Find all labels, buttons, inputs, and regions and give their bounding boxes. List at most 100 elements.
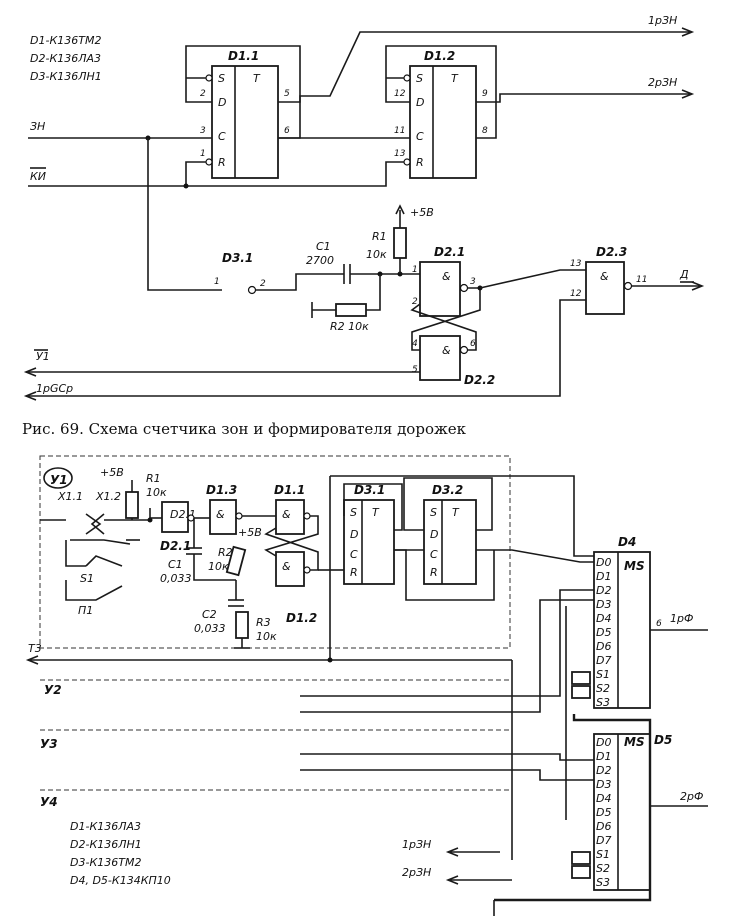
pin-num: 5 [284,89,290,99]
and-symbol: & [442,344,451,357]
pin-t: T [451,72,459,85]
c2-value: 0,033 [194,622,226,635]
mux-pin: D5 [596,626,611,639]
fig70-inverter-d2-1: D2.1 D2.1 [160,501,196,553]
fig70-out-2rzn: 2рЗН [402,866,431,879]
pin-s: S [416,72,423,85]
fig69-flipflop-d1-2: D1.2 S D C R T 12 11 13 9 8 [394,49,488,179]
fig70-u1-label: У1 [50,473,68,487]
and-symbol: & [600,270,609,283]
sel-pin: S2 [596,682,610,695]
mux-pin: D3 [596,778,611,791]
fig69-in-u1: У1 [36,350,50,363]
pin-num: 3 [470,277,476,287]
pin-num: 6 [284,126,290,136]
pin-c: C [218,130,226,143]
fig70-d21-label: D2.1 [160,539,191,553]
pin-num: 1 [214,277,220,287]
r2-label: R2 10к [330,320,369,333]
fig69-caption: Рис. 69. Схема счетчика зон и формироват… [22,420,467,438]
mux-pin: D4 [596,612,611,625]
fig70-out-1rzn: 1рЗН [402,838,431,851]
c2-label: C2 [202,608,217,621]
and-symbol: & [442,270,451,283]
pin-d: D [218,96,226,109]
c1-value: 2700 [306,254,334,267]
fig69-in-ki: КИ [30,170,46,183]
pin-s: S [430,506,437,519]
fig69-schematic: D1-К136ТМ2 D2-К136ЛА3 D3-К136ЛН1 D1.1 S … [22,14,705,438]
mux-pin: D2 [596,764,611,777]
c1-label: C1 [316,240,331,253]
pin-num: 1 [412,265,418,275]
fig69-flipflop-d1-1: D1.1 S D C R T 2 3 1 5 6 [200,49,290,179]
fig70-d32-label: D3.2 [432,483,463,497]
fig69-gate-d2-1: & D2.1 1 2 3 [412,245,476,317]
fig70-out-1rf: 1рФ [670,612,693,625]
pin-d: D [350,528,358,541]
mux-pin: D6 [596,640,611,653]
ms-label: MS [624,735,645,749]
mux-pin: D1 [596,750,611,763]
supply2-label: +5В [238,526,262,539]
fig70-u4-label: У4 [40,795,58,809]
pin-num: 12 [394,89,406,99]
pin-num: 2 [412,297,418,307]
pin-r: R [430,566,438,579]
pin-num: 6 [470,339,476,349]
fig70-d12-label: D1.2 [286,611,317,625]
mux-pin: D7 [596,654,611,667]
fig70-mux-d5: D5 MS D0 D1 D2 D3 D4 D5 D6 D7 S1 S2 S3 [593,733,672,891]
supply-label: +5В [100,466,124,479]
pin-c: C [430,548,438,561]
fig69-part-1: D1-К136ТМ2 [30,34,101,47]
supply-label: +5В [410,206,434,219]
fig70-part-1: D1-К136ЛА3 [70,820,141,833]
fig70-part-4: D4, D5-К134КП10 [70,874,171,887]
fig70-flipflop-d3-1: D3.1 S D C R T [343,483,395,585]
fig70-flipflop-d3-2: D3.2 S D C R T [423,483,477,585]
pin-num: 13 [570,259,582,269]
mux-pin: D5 [596,806,611,819]
pin-d: D [430,528,438,541]
pin-num: 2 [260,279,266,289]
fig69-in-rgsr: 1рGСр [36,382,73,395]
and-symbol: & [282,560,291,573]
fig69-out-2rzn: 2рЗН [648,76,677,89]
fig70-d13-label: D1.3 [206,483,237,497]
r3-value: 10к [256,630,277,643]
u1-enclosure [39,455,511,649]
ms-label: MS [624,559,645,573]
pin-t: T [372,506,380,519]
fig69-d12-label: D1.2 [424,49,455,63]
fig70-d11-label: D1.1 [274,483,305,497]
pin-c: C [416,130,424,143]
sel-pin: S1 [596,848,610,861]
pin-d: D [416,96,424,109]
pin-r: R [218,156,226,169]
mux-pin: D7 [596,834,611,847]
fig70-u2-label: У2 [44,683,62,697]
and-symbol: & [216,508,225,521]
fig70-mux-d4: D4 MS D0 D1 D2 D3 D4 D5 D6 D7 S1 S2 S3 [593,535,651,709]
mux-pin: D4 [596,792,611,805]
mux-pin: D3 [596,598,611,611]
mux-pin: D0 [596,736,611,749]
r1-label: R1 [372,230,387,243]
pin-num: 5 [412,365,418,375]
sel-pin: S2 [596,862,610,875]
mux-pin: D6 [596,820,611,833]
pin-r: R [350,566,358,579]
pin-s: S [350,506,357,519]
pin-num: 6 [656,619,662,629]
r3-label: R3 [256,616,271,629]
fig70-u3-label: У3 [40,737,58,751]
pin-c: C [350,548,358,561]
fig69-part-2: D2-К136ЛА3 [30,52,101,65]
and-symbol: & [282,508,291,521]
fig69-out-d: Д [679,268,689,281]
pin-num: 12 [570,289,582,299]
pin-num: 4 [412,339,418,349]
fig69-d22-label: D2.2 [464,373,495,387]
fig69-d31-label: D3.1 [222,251,253,265]
